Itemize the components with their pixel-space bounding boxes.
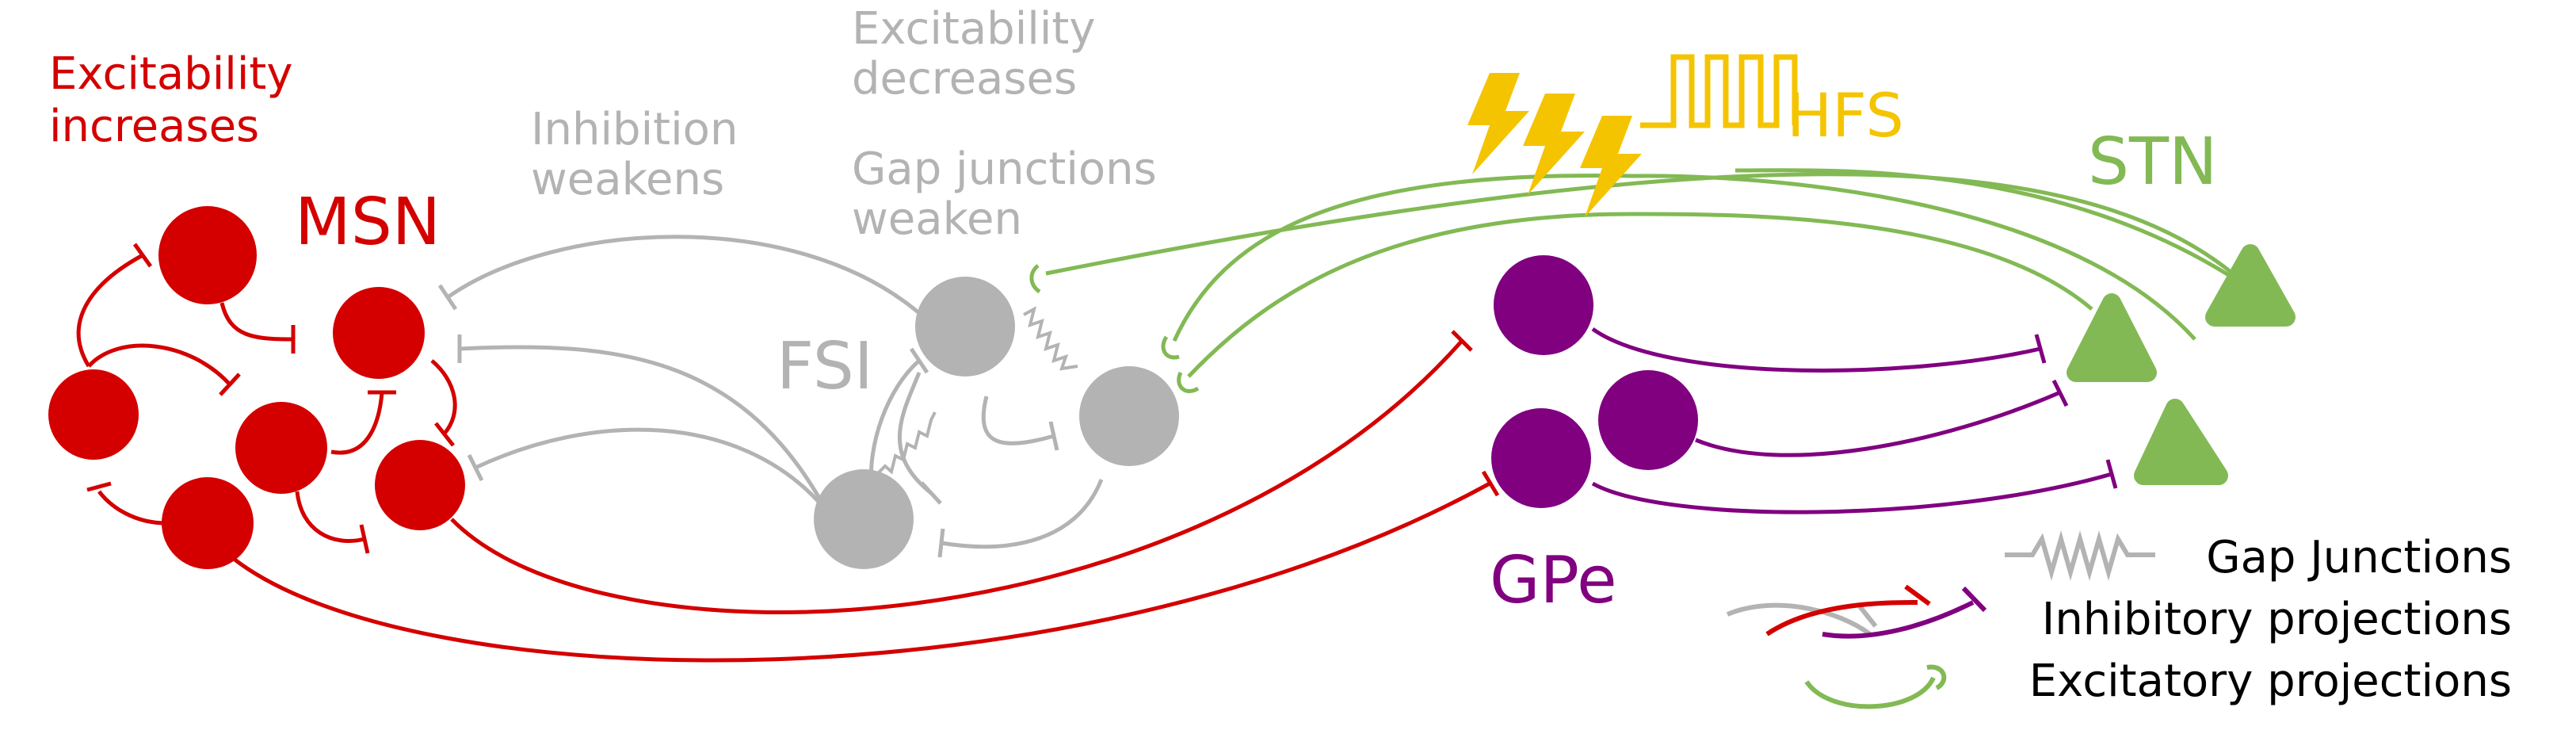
msn-internal-inhibition [76,243,457,554]
legend-gap-junctions-label: Gap Junctions [2206,532,2512,583]
fsi-cell [1079,366,1179,466]
msn-cell [48,369,139,460]
gap-junctions-line2: weaken [852,193,1022,245]
fsi-label: FSI [777,329,873,404]
msn-cell [235,402,327,494]
gpe-cells [1491,255,1698,508]
text-labels: Excitability increases MSN Inhibition we… [49,3,2512,707]
lightning-icons [1467,73,1642,217]
stn-cell [2067,293,2157,382]
msn-cells [48,206,465,569]
stn-cell [2134,399,2228,485]
stn-cells [2067,244,2296,485]
lightning-bolt-icon [1580,116,1642,217]
gpe-cell [1491,408,1591,508]
msn-excitability-line2: increases [49,101,259,152]
msn-cell [375,440,465,530]
fsi-excitability-line1: Excitability [852,3,1095,55]
legend-inhibitory-label: Inhibitory projections [2042,594,2512,645]
msn-gpe-projection-1 [232,481,1491,663]
inhibition-line2: weakens [531,154,724,205]
stn-cell [2205,244,2296,327]
msn-gpe-projection-2 [450,339,1464,614]
legend-excitatory-label: Excitatory projections [2029,656,2512,707]
gpe-to-stn-projections [1591,327,2118,514]
fsi-cell [915,277,1015,377]
msn-to-gpe-projections [232,330,1500,663]
fsi-to-msn-projections [437,235,1104,558]
msn-label: MSN [295,185,441,260]
stn-excitatory-projections [1029,168,2252,393]
fsi-cells [814,277,1179,569]
fsi-gap-junctions [874,306,1078,477]
hfs-label: HFS [1787,80,1904,151]
lightning-bolt-icon [1523,94,1585,195]
gpe-label: GPe [1490,543,1617,618]
msn-cell [158,206,257,304]
hfs-pulse-train-icon [1640,54,1798,128]
lightning-bolt-icon [1467,73,1529,174]
stn-label: STN [2088,124,2217,200]
gap-junctions-line1: Gap junctions [852,143,1157,195]
msn-excitability-line1: Excitability [49,48,292,100]
msn-cell [162,477,254,569]
legend-inhibitory-icon [1726,584,1987,639]
gpe-cell [1494,255,1593,355]
inhibition-line1: Inhibition [531,104,738,155]
fsi-cell [814,469,914,569]
fsi-excitability-line2: decreases [852,53,1077,105]
legend-excitatory-icon [1804,664,1947,709]
gpe-cell [1598,370,1698,470]
legend-gap-junction-icon [2005,530,2155,581]
legend [1726,530,2155,709]
msn-cell [333,287,425,379]
